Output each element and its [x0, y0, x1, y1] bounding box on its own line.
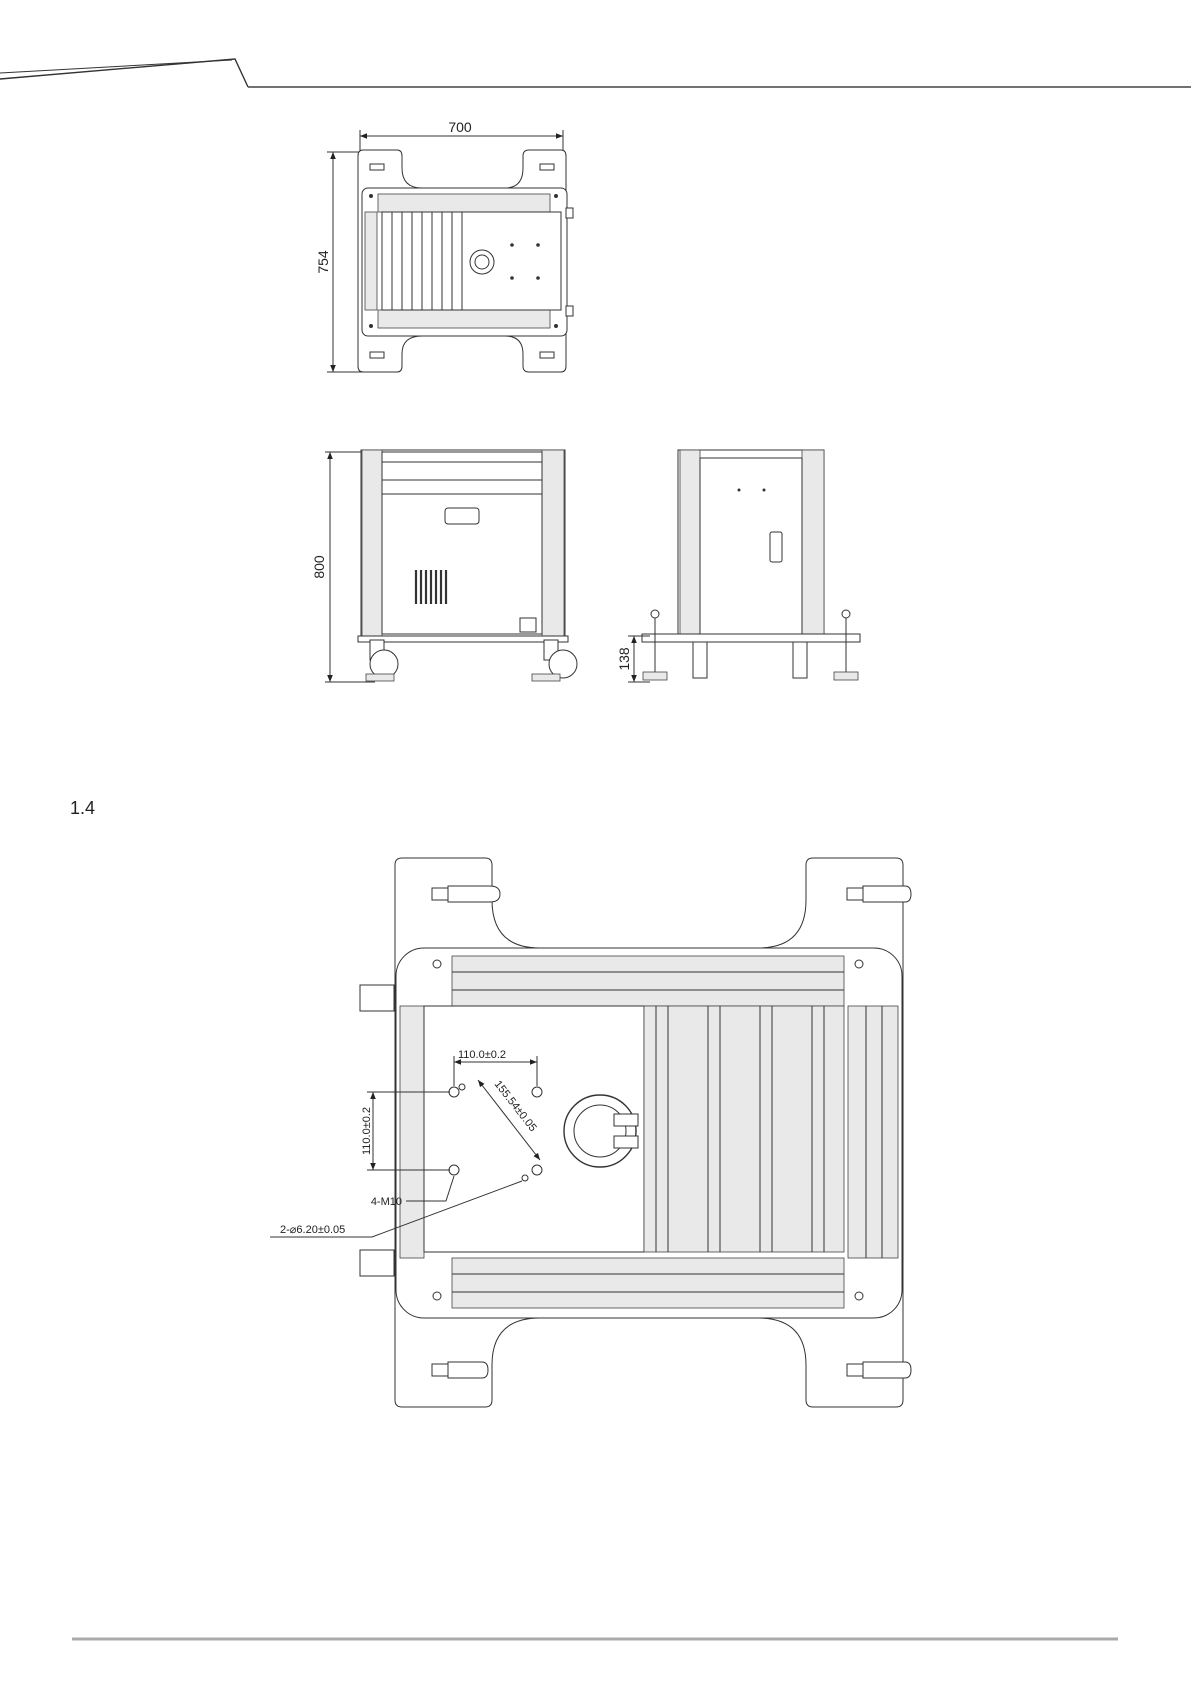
top-view-width-dim: 700: [448, 119, 472, 135]
detail-top-view: 110.0±0.2 110.0±0.2 155.54±0.05 4-M10 2-…: [270, 858, 911, 1407]
pin-callout: 2-⌀6.20±0.05: [280, 1224, 345, 1236]
mounting-plate-dim-horizontal: 110.0±0.2: [458, 1049, 506, 1061]
section-number: 1.4: [70, 798, 95, 819]
top-view: 700 754: [315, 119, 573, 372]
side-view: 138: [616, 450, 860, 682]
mounting-plate-dim-vertical: 110.0±0.2: [361, 1107, 373, 1155]
front-view-height-dim: 800: [311, 555, 327, 579]
front-view: 800: [311, 450, 577, 682]
side-view-caster-dim: 138: [616, 647, 632, 671]
top-view-depth-dim: 754: [315, 250, 331, 274]
page-header-band: [0, 59, 1191, 87]
thread-callout: 4-M10: [371, 1196, 402, 1208]
